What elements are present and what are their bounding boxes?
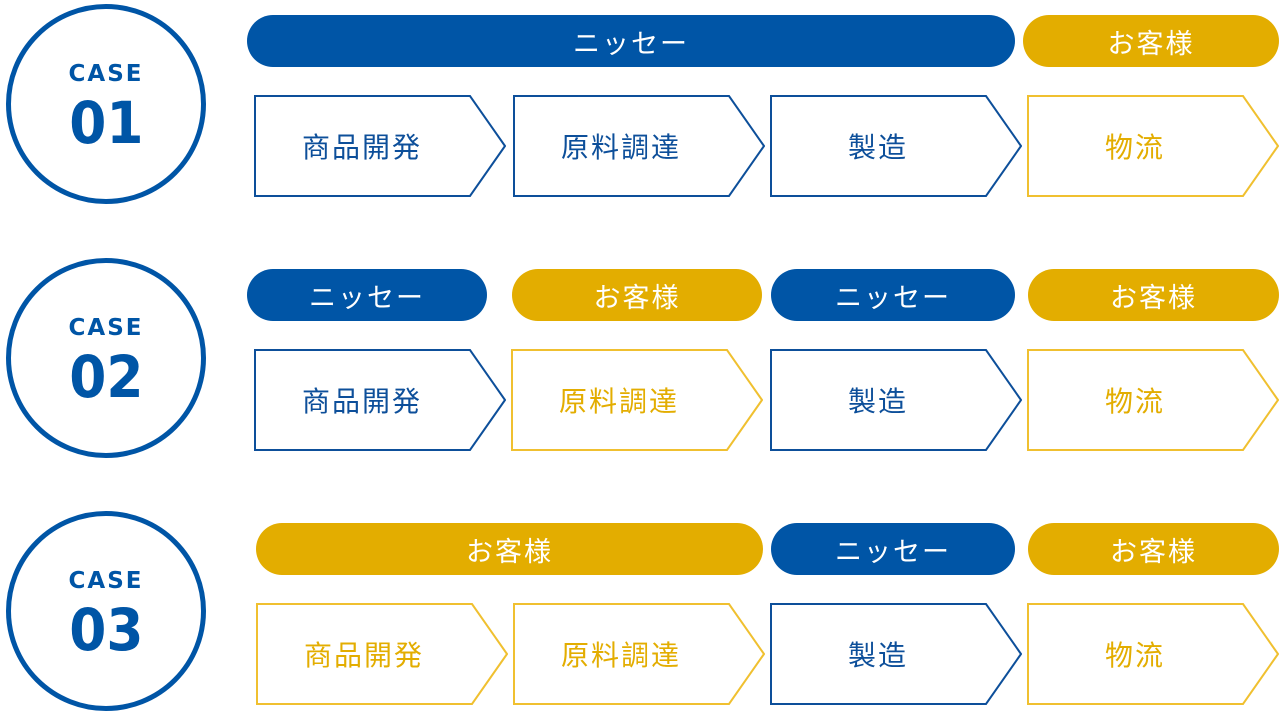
case-03-step-product-development: 商品開発 [256,603,508,705]
case-label: CASE [68,567,144,594]
case-03-step-procurement: 原料調達 [513,603,765,705]
case-03-step-logistics: 物流 [1027,603,1279,705]
step-label: 原料調達 [560,639,681,672]
case-02-owner-nissey: ニッセー [247,269,487,321]
case-03-step-manufacturing: 製造 [770,603,1022,705]
case-02-step-procurement: 原料調達 [511,349,763,451]
case-01-step-procurement: 原料調達 [513,95,765,197]
step-label: 製造 [847,131,908,164]
case-02-owner-nissey: ニッセー [771,269,1015,321]
case-03-owner-nissey: ニッセー [771,523,1015,575]
step-label: 物流 [1104,385,1165,418]
case-01-owner-customer: お客様 [1023,15,1279,67]
step-label: 製造 [847,639,908,672]
step-label: 物流 [1104,639,1165,672]
case-02-step-logistics: 物流 [1027,349,1279,451]
step-label: 製造 [847,385,908,418]
case-02-owner-customer: お客様 [512,269,762,321]
step-label: 商品開発 [301,385,422,418]
case-number: 02 [68,342,144,411]
step-label: 原料調達 [560,131,681,164]
case-label: CASE [68,60,144,87]
step-label: 原料調達 [558,385,679,418]
step-label: 物流 [1104,131,1165,164]
case-03-owner-customer: お客様 [1028,523,1279,575]
case-01-owner-nissey: ニッセー [247,15,1015,67]
case-02-step-product-development: 商品開発 [254,349,506,451]
case-01-step-product-development: 商品開発 [254,95,506,197]
step-label: 商品開発 [301,131,422,164]
case-03-owner-customer: お客様 [256,523,763,575]
step-label: 商品開発 [303,639,424,672]
case-01-step-manufacturing: 製造 [770,95,1022,197]
case-02-owner-customer: お客様 [1028,269,1279,321]
case-01-badge: CASE 01 [6,4,206,204]
case-01-step-logistics: 物流 [1027,95,1279,197]
case-03-badge: CASE 03 [6,511,206,711]
case-label: CASE [68,314,144,341]
case-number: 03 [68,595,144,664]
case-02-badge: CASE 02 [6,258,206,458]
case-02-step-manufacturing: 製造 [770,349,1022,451]
case-number: 01 [68,88,144,157]
